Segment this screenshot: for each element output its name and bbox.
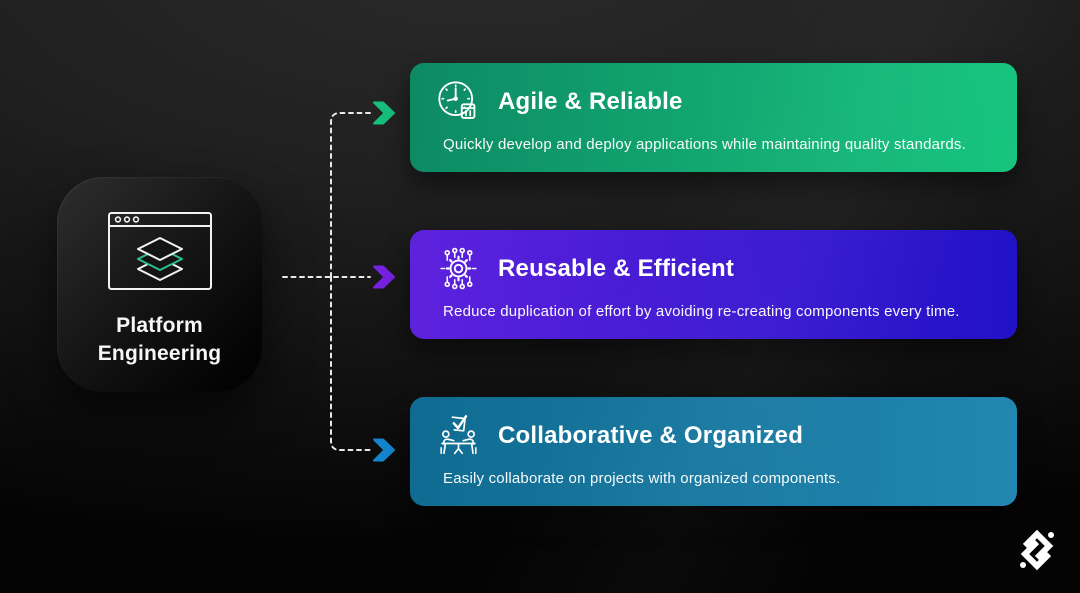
card-title-agile: Agile & Reliable <box>498 87 683 115</box>
card-title-collaborative: Collaborative & Organized <box>498 421 804 449</box>
feature-card-agile: Agile & Reliable Quickly develop and dep… <box>410 63 1017 172</box>
connector-line-bottom <box>330 276 371 451</box>
feature-card-collaborative: Collaborative & Organized Easily collabo… <box>410 397 1017 506</box>
browser-layers-icon <box>107 212 212 290</box>
arrow-icon-agile <box>373 101 395 125</box>
card-description-agile: Quickly develop and deploy applications … <box>443 136 967 153</box>
feature-card-reusable: Reusable & Efficient Reduce duplication … <box>410 230 1017 339</box>
team-table-check-icon <box>440 415 477 455</box>
card-title-reusable: Reusable & Efficient <box>498 254 735 282</box>
card-description-reusable: Reduce duplication of effort by avoiding… <box>443 303 960 320</box>
arrow-icon-collaborative <box>373 438 395 462</box>
connector-line-top <box>330 112 371 278</box>
clock-agility-icon <box>438 81 476 119</box>
source-card-label: Platform Engineering <box>97 314 222 365</box>
platform-engineering-card: Platform Engineering <box>57 177 262 392</box>
arrow-icon-reusable <box>373 265 395 289</box>
gear-circuit-icon <box>440 247 477 290</box>
card-description-collaborative: Easily collaborate on projects with orga… <box>443 470 841 487</box>
interlocked-diamonds-logo <box>1020 529 1054 571</box>
